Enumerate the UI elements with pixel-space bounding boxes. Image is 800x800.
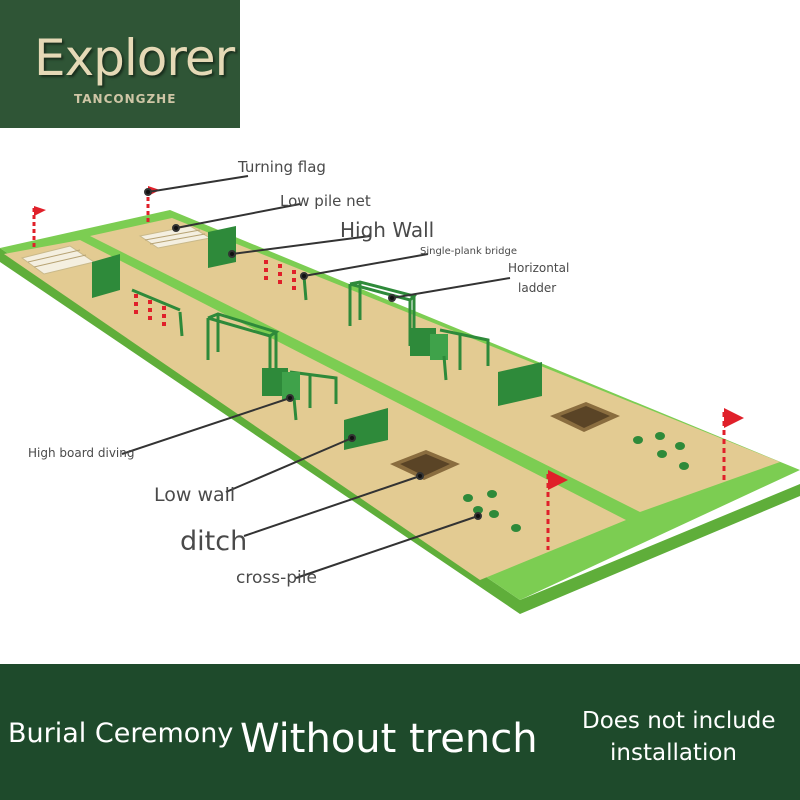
high-board-diving-upper [410, 328, 490, 381]
label-single-plank-bridge: Single-plank bridge [420, 246, 517, 257]
footer-burial-ceremony: Burial Ceremony [8, 718, 234, 749]
ditch-lower [390, 450, 460, 480]
sand-lane-upper [90, 218, 780, 512]
high-wall-lower [92, 254, 120, 298]
label-low-wall: Low wall [154, 484, 236, 506]
footer-banner: Burial Ceremony Without trench Does not … [0, 664, 800, 800]
label-low-pile-net: Low pile net [280, 192, 371, 210]
label-high-board-diving: High board diving [28, 446, 135, 460]
label-horizontal-ladder-line1: Horizontal [508, 261, 570, 275]
high-wall-upper [208, 226, 236, 268]
low-wall-upper [498, 362, 542, 406]
cross-piles-lower [463, 490, 521, 532]
label-ditch: ditch [180, 526, 248, 557]
obstacle-course-diagram [0, 175, 800, 614]
logo-title: Explorer [34, 29, 235, 87]
high-board-diving-lower [262, 368, 338, 421]
turning-flag-4 [546, 470, 568, 550]
horizontal-ladder-upper [348, 280, 417, 346]
single-plank-bridge-lower [131, 288, 184, 337]
turning-flag-3 [722, 408, 744, 482]
logo-subtitle: TANCONGZHE [74, 92, 177, 106]
label-cross-pile: cross-pile [236, 568, 317, 588]
label-turning-flag: Turning flag [238, 158, 326, 176]
footer-no-installation-line1: Does not include [582, 708, 776, 734]
horizontal-ladder-lower [206, 312, 280, 380]
footer-no-installation-line2: installation [610, 740, 737, 766]
turning-flag-2 [32, 206, 46, 248]
ditch-upper [550, 402, 620, 432]
label-high-wall: High Wall [340, 218, 435, 242]
brand-logo: Explorer TANCONGZHE [0, 0, 240, 128]
cross-piles-upper [633, 432, 689, 470]
label-horizontal-ladder-line2: ladder [518, 281, 557, 295]
leader-lines [121, 175, 511, 579]
footer-without-trench: Without trench [240, 716, 538, 762]
single-plank-bridge-upper [264, 260, 308, 301]
